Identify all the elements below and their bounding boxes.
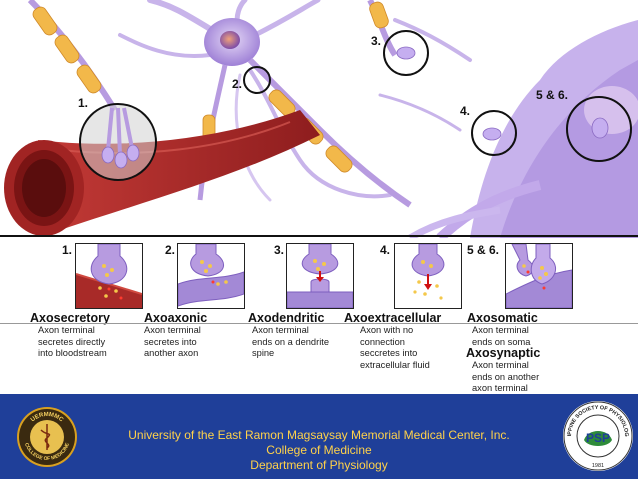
panel-axosomatic — [505, 243, 573, 309]
panel-number-5-6: 5 & 6. — [467, 243, 500, 257]
left-axon — [27, 0, 118, 112]
desc-axoaxonic: Axon terminal secretes into another axon — [144, 325, 201, 358]
panel-axoextracellular — [394, 243, 462, 309]
blood-vessel — [4, 110, 320, 236]
divider-terms — [0, 323, 638, 324]
footer-department: Department of Physiology — [250, 458, 388, 472]
psp-seal-icon: PHILIPPINE SOCIETY OF PHYSIOLOGISTS PSP … — [562, 400, 633, 471]
panel-axoaxonic — [177, 243, 245, 309]
footer-college: College of Medicine — [266, 443, 372, 457]
divider-top — [0, 235, 638, 237]
term-axoextracellular: Axoextracellular — [344, 311, 442, 325]
svg-text:1981: 1981 — [592, 463, 604, 469]
neuron-illustration — [4, 0, 638, 238]
desc-axosynaptic: Axon terminal ends on another axon termi… — [472, 360, 540, 393]
circle-label-3: 3. — [371, 34, 382, 48]
svg-text:UERMMMC: UERMMMC — [30, 412, 65, 424]
desc-axosecretory: Axon terminal secretes directly into blo… — [38, 325, 107, 358]
svg-text:PSP: PSP — [586, 431, 610, 445]
panel-number-2: 2. — [165, 243, 176, 257]
terminals — [101, 46, 609, 169]
desc-axosomatic: Axon terminal ends on soma — [472, 325, 531, 347]
term-axosomatic: Axosomatic — [467, 311, 538, 325]
desc-axodendritic: Axon terminal ends on a dendrite spine — [252, 325, 330, 358]
desc-axoextracellular: Axon with no connection seccretes into e… — [360, 325, 430, 370]
circle-label-5-6: 5 & 6. — [536, 88, 569, 102]
circle-label-4: 4. — [460, 104, 471, 118]
axon-3 — [367, 0, 398, 57]
panel-number-4: 4. — [380, 243, 391, 257]
panel-axodendritic — [286, 243, 354, 309]
panel-number-1: 1. — [62, 243, 73, 257]
footer-banner: UERMMMC COLLEGE OF MEDICINE University o… — [0, 394, 638, 479]
uermmmc-seal-icon: UERMMMC COLLEGE OF MEDICINE — [17, 407, 77, 467]
term-axosecretory: Axosecretory — [30, 311, 110, 325]
term-axoaxonic: Axoaxonic — [144, 311, 208, 325]
footer-university: University of the East Ramon Magsaysay M… — [128, 428, 510, 442]
circle-label-1: 1. — [78, 96, 89, 110]
panel-axosecretory — [75, 243, 143, 309]
panel-number-3: 3. — [274, 243, 285, 257]
term-axodendritic: Axodendritic — [248, 311, 325, 325]
term-axosynaptic: Axosynaptic — [466, 346, 541, 360]
circle-label-2: 2. — [232, 77, 243, 91]
